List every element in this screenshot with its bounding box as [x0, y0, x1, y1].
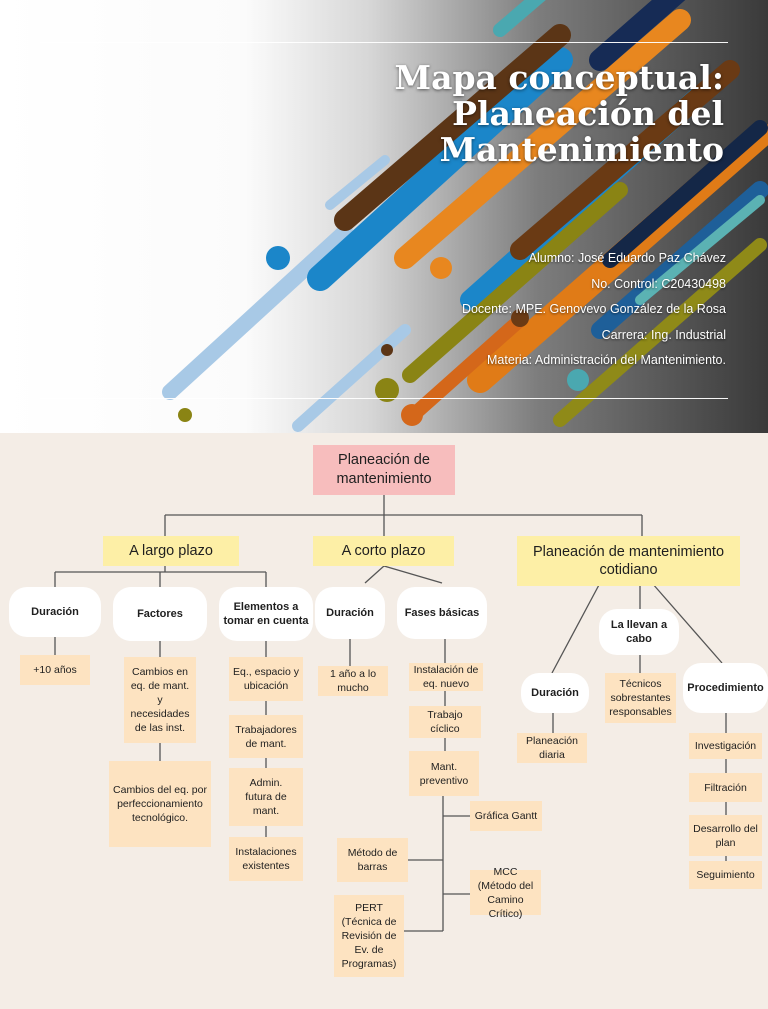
- leaf-procedure-2: Filtración: [689, 773, 762, 802]
- meta-teacher: Docente: MPE. Genovevo González de la Ro…: [461, 302, 726, 316]
- concept-duration-long: Duración: [9, 587, 101, 637]
- title-line: Planeación del: [452, 94, 724, 133]
- leaf-phase-3: Mant. preventivo: [409, 751, 479, 796]
- leaf-phase-2: Trabajo cíclico: [409, 706, 481, 738]
- concept-elements: Elementos a tomar en cuenta: [219, 587, 313, 641]
- concept-duration-daily: Duración: [521, 673, 589, 713]
- concept-map: Planeación de mantenimiento A largo plaz…: [0, 433, 768, 1009]
- leaf-carried-out-by: Técnicos sobrestantes responsables: [605, 673, 676, 723]
- cover-meta: Alumno: José Eduardo Paz Chávez No. Cont…: [266, 246, 726, 374]
- leaf-factor-2: Cambios del eq. por perfeccionamiento te…: [109, 761, 211, 847]
- title-line: Mapa conceptual:: [394, 58, 724, 97]
- concept-carried-out-by: La llevan a cabo: [599, 609, 679, 655]
- leaf-element-2: Trabajadores de mant.: [229, 715, 303, 758]
- leaf-element-3: Admin. futura de mant.: [229, 768, 303, 826]
- leaf-gantt: Gráfica Gantt: [470, 801, 542, 831]
- leaf-pert: PERT (Técnica de Revisión de Ev. de Prog…: [334, 895, 404, 977]
- connector-lines: [54, 495, 727, 932]
- category-short-term: A corto plazo: [313, 536, 454, 566]
- leaf-duration-daily: Planeación diaria: [517, 733, 587, 763]
- category-daily: Planeación de mantenimiento cotidiano: [517, 536, 740, 586]
- leaf-element-4: Instalaciones existentes: [229, 837, 303, 881]
- cover-slide: Mapa conceptual: Planeación del Mantenim…: [0, 0, 768, 433]
- decorative-stripes: [162, 0, 768, 432]
- bottom-rule: [40, 398, 728, 399]
- concept-basic-phases: Fases básicas: [397, 587, 487, 639]
- leaf-phase-1: Instalación de eq. nuevo: [409, 663, 483, 691]
- meta-subject: Materia: Administración del Mantenimient…: [486, 353, 726, 367]
- leaf-procedure-3: Desarrollo del plan: [689, 815, 762, 856]
- meta-student: Alumno: José Eduardo Paz Chávez: [528, 251, 726, 265]
- leaf-bar-method: Método de barras: [337, 838, 408, 882]
- meta-control-number: No. Control: C20430498: [591, 276, 726, 291]
- meta-career: Carrera: Ing. Industrial: [601, 327, 726, 342]
- root-node: Planeación de mantenimiento: [313, 445, 455, 495]
- leaf-cpm: MCC (Método del Camino Crítico): [470, 866, 541, 920]
- leaf-procedure-4: Seguimiento: [689, 861, 762, 889]
- leaf-duration-long: +10 años: [20, 655, 90, 685]
- leaf-element-1: Eq., espacio y ubicación: [229, 657, 303, 701]
- concept-procedure: Procedimiento: [683, 663, 768, 713]
- leaf-procedure-1: Investigación: [689, 733, 762, 759]
- top-rule: [40, 42, 728, 43]
- concept-duration-short: Duración: [315, 587, 385, 639]
- category-long-term: A largo plazo: [103, 536, 239, 566]
- title-line: Mantenimiento: [439, 130, 724, 169]
- concept-factors: Factores: [113, 587, 207, 641]
- leaf-factor-1: Cambios en eq. de mant. y necesidades de…: [124, 657, 196, 743]
- leaf-duration-short: 1 año a lo mucho: [318, 666, 388, 696]
- cover-title: Mapa conceptual: Planeación del Mantenim…: [304, 60, 724, 168]
